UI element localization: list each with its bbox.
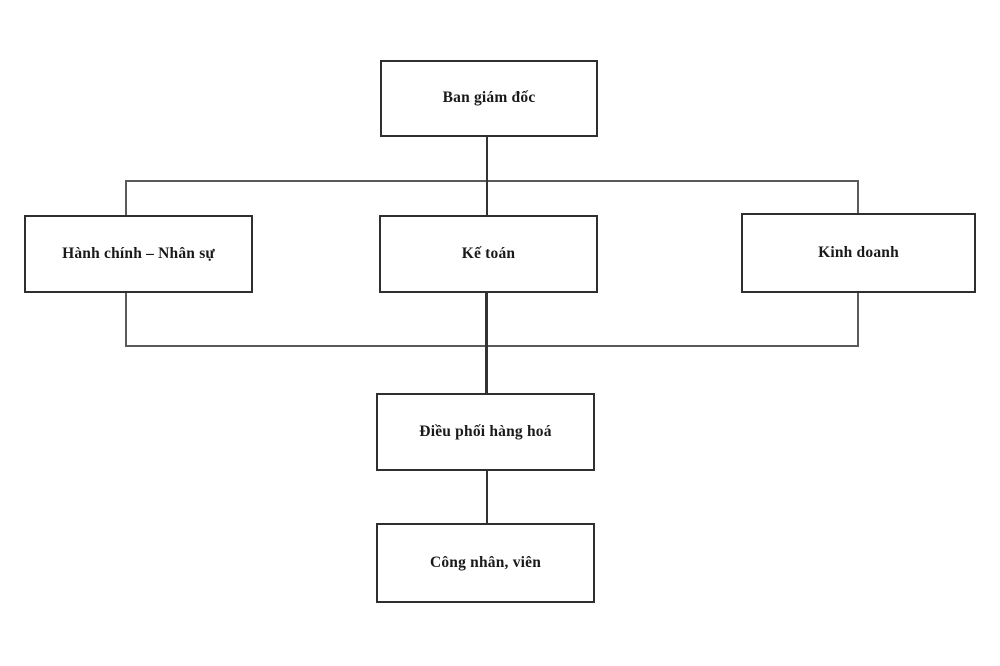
node-box-hr[interactable]: Hành chính – Nhân sự [24,215,253,293]
connector-bus-to-accounting [486,180,488,217]
node-box-logistics[interactable]: Điều phối hàng hoá [376,393,595,471]
connector-logistics-to-staff [486,470,488,524]
node-box-accounting[interactable]: Kế toán [379,215,598,293]
connector-bus-to-hr [125,180,127,217]
node-label-staff: Công nhân, viên [429,553,542,571]
connector-bus-to-sales [857,180,859,215]
node-label-hr: Hành chính – Nhân sự [62,244,215,262]
node-label-sales: Kinh doanh [818,243,899,261]
connector-hr-to-lower-bus [125,292,127,346]
node-label-director: Ban giám đốc [442,89,536,107]
connector-upper-horizontal-bus [125,180,859,182]
node-label-accounting: Kế toán [461,244,516,262]
connector-director-to-bus [486,136,488,182]
connector-lower-bus-to-logistics [485,345,488,394]
node-box-sales[interactable]: Kinh doanh [741,213,976,293]
node-box-director[interactable]: Ban giám đốc [380,60,598,137]
connector-accounting-to-lower-bus [485,292,488,346]
connector-lower-horizontal-bus [125,345,859,347]
node-label-logistics: Điều phối hàng hoá [419,422,552,440]
node-box-staff[interactable]: Công nhân, viên [376,523,595,603]
connector-sales-to-lower-bus [857,292,859,346]
